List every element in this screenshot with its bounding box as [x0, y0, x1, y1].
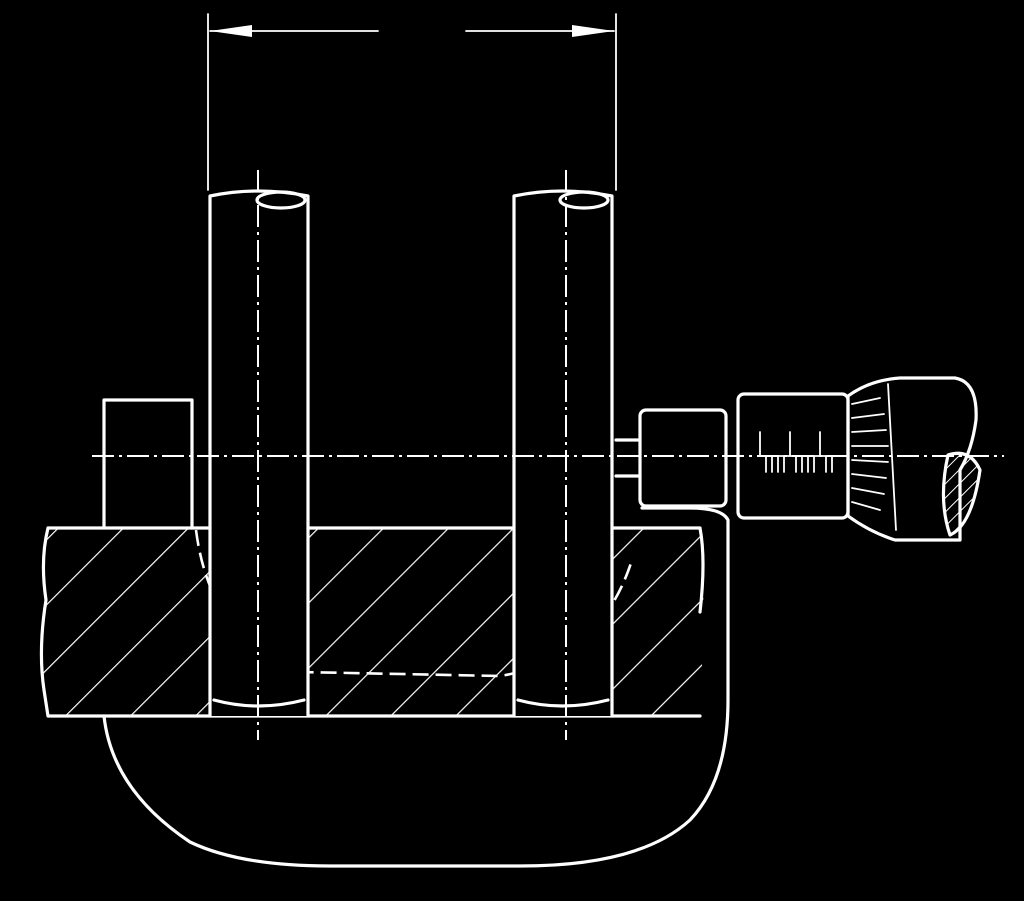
- dimension-line: [207, 13, 617, 191]
- drawing-lines: [39, 13, 1004, 868]
- knurl-line: [851, 473, 887, 479]
- thimble-outline: [846, 376, 978, 542]
- sleeve-scale: [757, 431, 837, 473]
- knurl-line: [851, 501, 881, 511]
- knurl-line: [851, 459, 889, 463]
- right-pin-bottom-edge: [516, 698, 610, 708]
- right-pin-outline: [512, 189, 614, 718]
- spindle-outline: [638, 408, 728, 508]
- right-pin-end-section: [558, 190, 610, 210]
- knurl-line: [851, 413, 885, 419]
- knurl-line: [851, 397, 881, 405]
- base-block: [39, 526, 705, 718]
- micrometer-head: [614, 376, 982, 542]
- thimble-knurl: [851, 383, 897, 531]
- frame-outline: [102, 506, 730, 868]
- knurl-line: [851, 429, 887, 433]
- micrometer-frame: [102, 398, 730, 868]
- anvil-outline: [102, 398, 194, 530]
- spindle-face-marks: [614, 438, 642, 478]
- base-block-hatching: [40, 528, 704, 716]
- dimension-arrow-left: [210, 25, 252, 37]
- dimension-arrow-right: [572, 25, 614, 37]
- knurl-line: [851, 487, 885, 495]
